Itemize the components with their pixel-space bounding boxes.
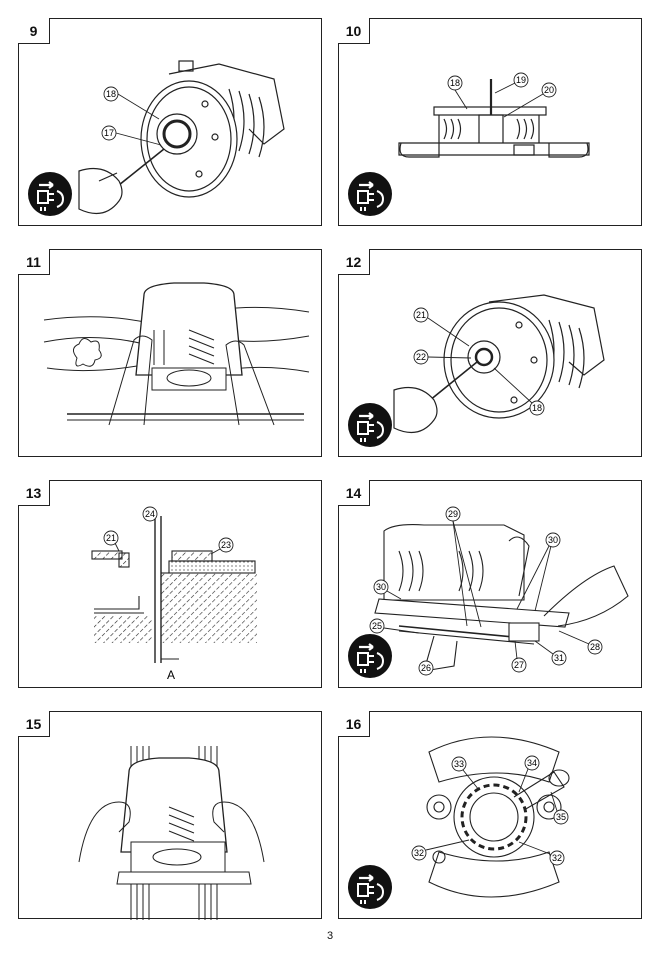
figure-number: 12: [338, 249, 370, 275]
unplug-warning-icon: [347, 633, 393, 679]
callout-label: 28: [590, 642, 600, 652]
figure-callouts: 21 22 18: [413, 307, 545, 416]
figure-16: 16 33 34 35 32 32: [338, 711, 642, 919]
cross-section-diagram: [91, 516, 257, 663]
callout-label: 21: [416, 310, 426, 320]
router-in-use-illustration: [43, 282, 310, 426]
figure-callouts: 18 17: [101, 86, 162, 146]
figure-number: 16: [338, 711, 370, 737]
callout-label: 34: [527, 758, 537, 768]
figure-callouts: 18 19 20: [447, 72, 557, 118]
callout-label: 33: [454, 759, 464, 769]
callout-label: 32: [414, 848, 424, 858]
dimension-label-a: A: [167, 668, 175, 682]
unplug-warning-icon: [27, 171, 73, 217]
callout-label: 30: [548, 535, 558, 545]
figure-13: 13 24 21: [18, 480, 322, 688]
router-side-view-illustration: [398, 79, 590, 158]
figure-number: 13: [18, 480, 50, 506]
callout-label: 22: [416, 352, 426, 362]
figure-number: 9: [18, 18, 50, 44]
callout-label: 23: [221, 540, 231, 550]
callout-label: 18: [532, 403, 542, 413]
callout-label: 26: [421, 663, 431, 673]
page-number: 3: [326, 930, 334, 942]
figure-15: 15: [18, 711, 322, 920]
figure-callouts: 33 34 35 32 32: [411, 755, 569, 866]
callout-label: 19: [516, 75, 526, 85]
unplug-warning-icon: [347, 171, 393, 217]
figure-14: 14 29 30 30 25 28 31 27: [338, 480, 642, 688]
callout-label: 32: [552, 853, 562, 863]
router-with-guide-in-use-illustration: [78, 746, 265, 920]
callout-label: 18: [450, 78, 460, 88]
figure-9: 9 18 17: [18, 18, 322, 226]
straight-guide-attachment-illustration: [374, 524, 629, 672]
figure-callouts: 24 21 23 A: [103, 506, 234, 682]
callout-label: 17: [104, 128, 114, 138]
figure-number: 14: [338, 480, 370, 506]
callout-label: 27: [514, 660, 524, 670]
figure-number: 11: [18, 249, 50, 275]
figure-number: 10: [338, 18, 370, 44]
callout-label: 30: [376, 582, 386, 592]
callout-label: 25: [372, 621, 382, 631]
callout-label: 18: [106, 89, 116, 99]
figure-10: 10 18 19 20: [338, 18, 642, 226]
callout-label: 35: [556, 812, 566, 822]
callout-label: 29: [448, 509, 458, 519]
callout-label: 24: [145, 509, 155, 519]
figure-number: 15: [18, 711, 50, 737]
figure-12: 12 21 22 18: [338, 249, 642, 457]
callout-label: 20: [544, 85, 554, 95]
unplug-warning-icon: [347, 864, 393, 910]
callout-label: 21: [106, 533, 116, 543]
figure-11: 11: [18, 249, 322, 457]
figure-callouts: 29 30 30 25 28 31 27 26: [369, 506, 603, 676]
callout-label: 31: [554, 653, 564, 663]
router-collet-illustration: [78, 60, 285, 215]
unplug-warning-icon: [347, 402, 393, 448]
router-collet-illustration: [393, 294, 605, 434]
